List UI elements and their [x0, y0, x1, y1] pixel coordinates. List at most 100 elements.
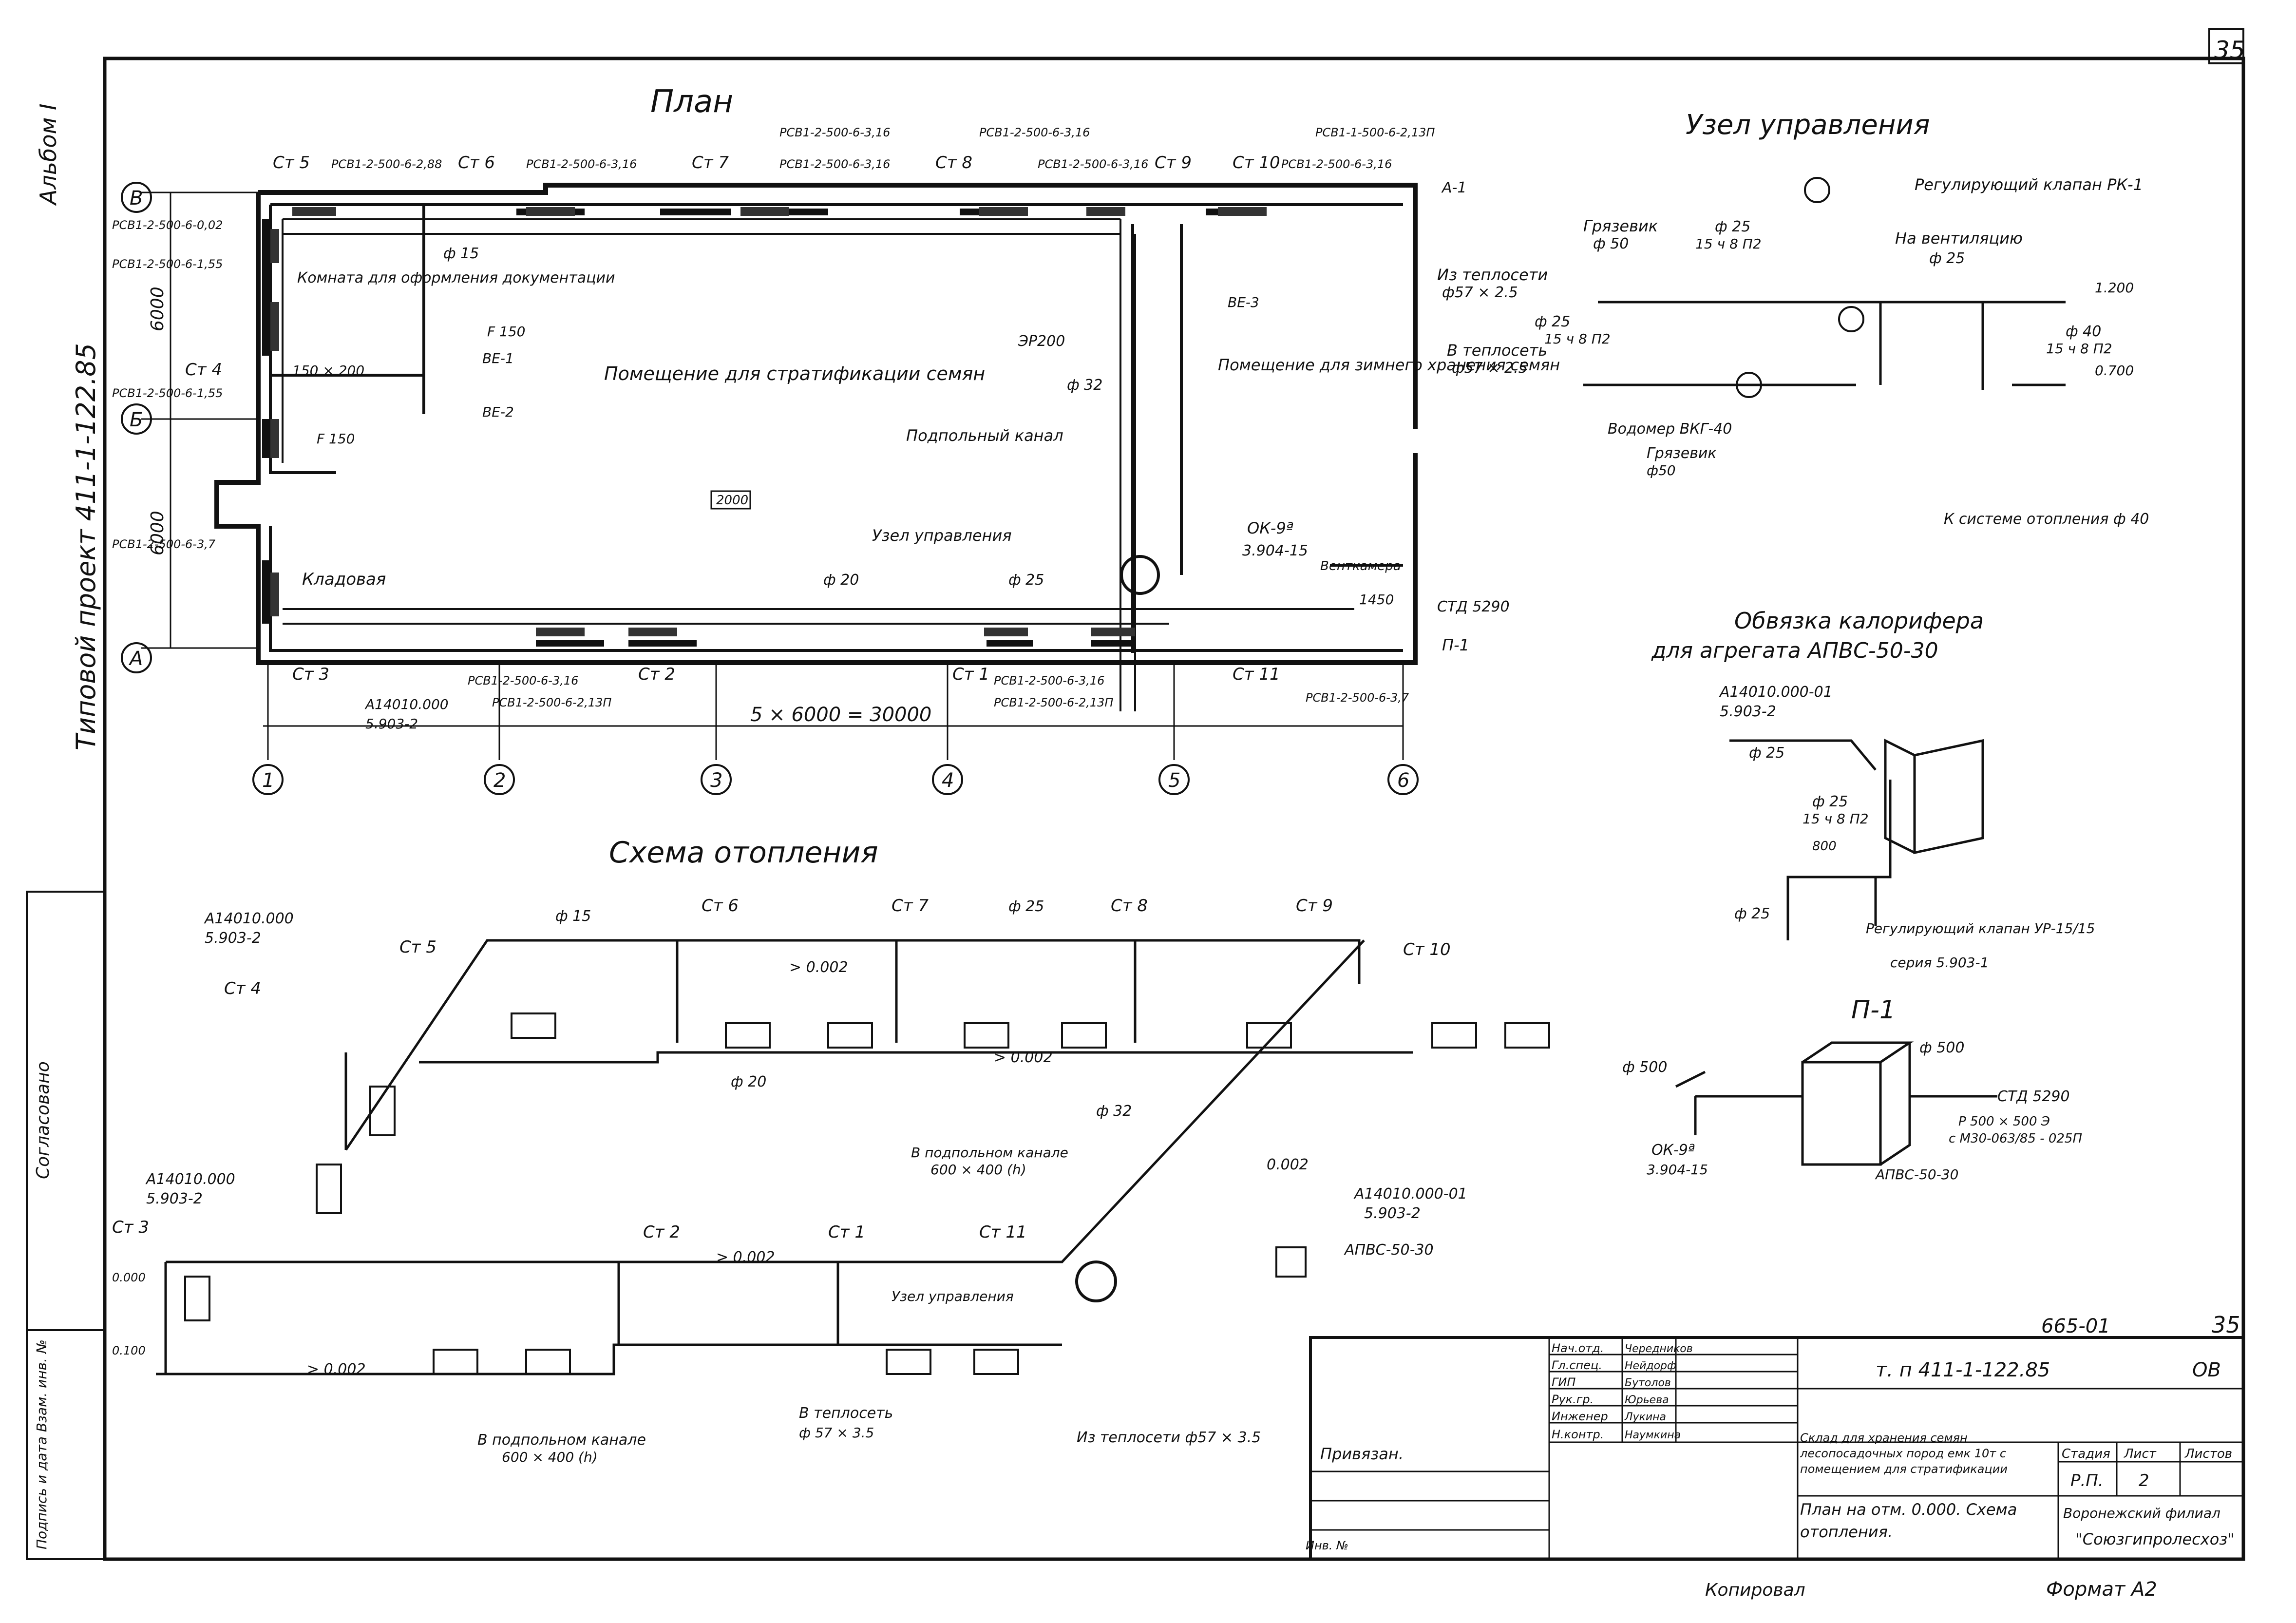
- plan-dim-bottom: 5 × 6000 = 30000: [750, 704, 931, 726]
- tb-org1: Воронежский филиал: [2063, 1505, 2220, 1521]
- plan-f150a: F 150: [487, 324, 525, 340]
- sheet-frame: [103, 57, 2245, 1561]
- title-block: 665-01 35 т. п 411-1-122.85 ОВ Склад для…: [1306, 1312, 2245, 1561]
- scheme-control-node: [1075, 1260, 1117, 1302]
- scheme-riser-3: Ст 3: [112, 1218, 149, 1237]
- tb-name: Чередников: [1625, 1343, 1693, 1355]
- plan-dim-left-upper: 6000: [148, 286, 168, 331]
- radiator-label: РСВ1-2-500-6-2,88: [331, 157, 442, 171]
- node-reg: Регулирующий клапан РК-1: [1915, 175, 2143, 194]
- calorifer-diagram: Обвязка калорифера для агрегата АПВС-50-…: [1651, 608, 2095, 971]
- p1-std: СТД 5290: [1997, 1088, 2070, 1105]
- axis-4: 4: [942, 769, 954, 792]
- plan-pipes: [282, 218, 1354, 711]
- plan-riser-11: Ст 11: [1233, 665, 1280, 684]
- scheme-return-upper: [419, 1051, 1413, 1064]
- node-meter-label: Водомер ВКГ-40: [1608, 420, 1732, 438]
- plan-riser-5: Ст 5: [273, 153, 310, 172]
- plan-a14-series: 5.903-2: [365, 716, 418, 732]
- node-mark1: 1.200: [2095, 280, 2134, 296]
- calorifer-pipes: [1729, 739, 1892, 940]
- tb-sheet-h: Лист: [2124, 1447, 2157, 1461]
- plan-node: Узел управления: [872, 526, 1012, 545]
- node-title: Узел управления: [1686, 109, 1930, 141]
- radiator-label: РСВ1-2-500-6-3,16: [468, 674, 578, 687]
- tb-role: Инженер: [1552, 1410, 1608, 1423]
- agreed-stamp: Согласовано Подпись и дата Взам. инв. №: [26, 891, 106, 1560]
- p1-motor: с М30-063/85 - 025П: [1949, 1131, 2082, 1146]
- radiator-label: РСВ1-2-500-6-3,16: [779, 157, 890, 171]
- scheme-a14: А14010.000: [204, 910, 294, 927]
- node-to-d: ф57 × 2.5: [1452, 360, 1528, 377]
- scheme-to-net: В теплосеть: [799, 1405, 893, 1422]
- plan-riser-8: Ст 8: [935, 153, 972, 172]
- node-gauge-1: [1804, 177, 1830, 203]
- calorifer-box: [1884, 738, 1984, 855]
- radiator-label: РСВ1-2-500-6-2,13П: [994, 696, 1113, 709]
- tb-name: Бутолов: [1625, 1377, 1671, 1389]
- calorifer-a14-series: 5.903-2: [1720, 703, 1776, 720]
- axis-5-marker: [1158, 764, 1190, 795]
- scheme-riser-7: Ст 7: [892, 896, 929, 916]
- calorifer-dim: 800: [1812, 839, 1837, 854]
- left-strip: Подпись и дата Взам. инв. №: [34, 1339, 50, 1549]
- radiator-label: РСВ1-2-500-6-3,16: [994, 674, 1104, 687]
- plan-mark-2000: 2000: [716, 493, 748, 508]
- plan-channel: Подпольный канал: [906, 426, 1063, 445]
- scheme-radiators: [184, 1012, 1550, 1375]
- node-vent: На вентиляцию: [1895, 229, 2023, 248]
- node-meter: [1736, 372, 1762, 398]
- tb-stage-h: Стадия: [2062, 1447, 2110, 1461]
- scheme-channel-bottom-dim: 600 × 400 (h): [502, 1449, 598, 1465]
- plan-radiators: [270, 207, 1267, 636]
- radiator-label: РСВ1-2-500-6-1,55: [112, 386, 223, 400]
- axis-a: А: [128, 648, 143, 670]
- node-d25b: ф 25: [1535, 313, 1570, 330]
- plan-ok: ОК-9ª: [1247, 519, 1293, 537]
- node-valvec: 15 ч 8 П2: [2046, 341, 2112, 357]
- scheme-slope-3: > 0.002: [716, 1249, 775, 1266]
- scheme-riser-2: Ст 2: [643, 1222, 680, 1242]
- heating-scheme: Схема отопления Ст 4 Ст 5 Ст: [112, 836, 1550, 1465]
- room-storeroom: Кладовая: [302, 570, 386, 589]
- plan-be3: ВЕ-3: [1228, 294, 1259, 310]
- axis-4-marker: [932, 764, 963, 795]
- p1-d500a: ф 500: [1622, 1059, 1667, 1076]
- tb-sheet: 2: [2139, 1471, 2149, 1490]
- scheme-a14b: А14010.000: [145, 1171, 235, 1188]
- axis-2-marker: [484, 764, 515, 795]
- tb-sheets-h: Листов: [2184, 1447, 2232, 1461]
- p1-ok-series: 3.904-15: [1647, 1162, 1708, 1178]
- plan-a14: А14010.000: [364, 696, 449, 712]
- scheme-riser-9: Ст 9: [1296, 896, 1333, 916]
- scheme-from-net: Из теплосети ф57 × 3.5: [1077, 1429, 1261, 1446]
- tb-attach: Привязан.: [1320, 1445, 1404, 1463]
- plan-riser-7: Ст 7: [692, 153, 729, 172]
- scheme-slope-4: > 0.002: [307, 1361, 366, 1378]
- calorifer-d25a: ф 25: [1749, 745, 1784, 762]
- plan-pipe-32: ф 32: [1067, 377, 1102, 394]
- tb-role: Гл.спец.: [1552, 1358, 1602, 1372]
- tb-code: 665-01: [2041, 1315, 2110, 1337]
- scheme-d15: ф 15: [555, 908, 591, 925]
- scheme-mark-top: 0.000: [112, 1271, 146, 1284]
- node-valve: 15 ч 8 П2: [1695, 236, 1762, 252]
- node-mud2: Грязевик: [1647, 445, 1717, 462]
- tb-name: Наумкина: [1625, 1429, 1681, 1441]
- floor-plan: План 1: [112, 84, 1560, 795]
- p1-ok: ОК-9ª: [1651, 1142, 1695, 1159]
- scheme-risers: [617, 940, 1137, 1345]
- plan-be1: ВЕ-1: [482, 350, 514, 366]
- copied-label: Копировал: [1705, 1580, 1805, 1600]
- p1-diagram: П-1 ф 500 ф 500 СТД 5290 ОК-9ª 3.904-15 …: [1622, 995, 2082, 1183]
- p1-title: П-1: [1851, 995, 1896, 1025]
- tb-org2: "Союзгипролесхоз": [2075, 1530, 2235, 1548]
- plan-riser-10: Ст 10: [1233, 153, 1280, 172]
- axis-1: 1: [262, 769, 274, 792]
- scheme-slope-2: > 0.002: [994, 1049, 1053, 1066]
- scheme-left-riser: [164, 1052, 347, 1374]
- radiator-label: РСВ1-2-500-6-3,16: [1038, 157, 1148, 171]
- tb-stage: Р.П.: [2070, 1471, 2104, 1490]
- plan-f150b: F 150: [317, 431, 355, 447]
- radiator-label: РСВ1-2-500-6-3,16: [526, 157, 637, 171]
